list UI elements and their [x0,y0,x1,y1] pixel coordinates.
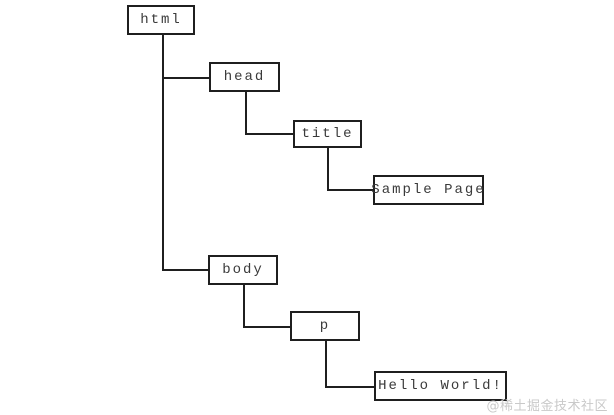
node-sample-page: Sample Page [371,175,484,205]
connector-html-head [162,77,209,79]
node-head: head [209,62,280,92]
connector-title-samplepage-horizontal [327,189,373,191]
connector-head-title-vertical [245,92,247,135]
watermark-text: @稀土掘金技术社区 [486,399,608,414]
connector-head-title-horizontal [245,133,293,135]
node-title: title [293,120,362,148]
connector-p-helloworld-vertical [325,341,327,388]
connector-html-trunk [162,35,164,271]
connector-body-p-horizontal [243,326,290,328]
connector-p-helloworld-horizontal [325,386,374,388]
connector-body-p-vertical [243,285,245,328]
node-p: p [290,311,360,341]
connector-title-samplepage-vertical [327,148,329,191]
node-html: html [127,5,195,35]
connector-html-body [162,269,208,271]
node-hello-world: Hello World! [374,371,507,401]
node-body: body [208,255,278,285]
